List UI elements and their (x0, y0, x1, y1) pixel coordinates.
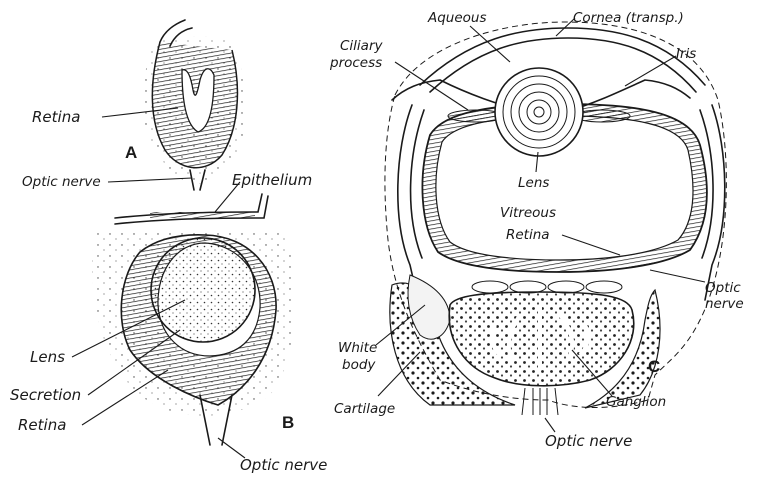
panel-b-epithelium-cells (150, 212, 255, 218)
leader-c-optic-right (650, 270, 705, 282)
label-c-cartilage: Cartilage (334, 401, 395, 417)
leader-a-optic-nerve (108, 178, 192, 182)
label-c-white-1: White (338, 340, 377, 356)
leader-c-aqueous (470, 26, 510, 62)
panel-b-lens (151, 238, 255, 342)
panel-c-adult-eye: Aqueous Cornea (transp.) Ciliary process… (329, 10, 744, 450)
panel-a-early-eye: A Retina Optic nerve (22, 20, 247, 190)
label-b-secretion: Secretion (10, 386, 81, 404)
panel-c-letter: C (648, 357, 660, 376)
panel-b-epithelium (115, 194, 268, 224)
leader-b-epithelium (215, 182, 240, 212)
label-c-iris: Iris (676, 46, 696, 62)
label-b-epithelium: Epithelium (232, 171, 312, 189)
label-b-retina: Retina (18, 416, 66, 434)
label-c-optic-2: nerve (705, 296, 744, 312)
panel-c-lens (495, 68, 583, 156)
leader-b-optic-nerve (218, 438, 245, 458)
label-c-ganglion: Ganglion (606, 394, 666, 410)
label-a-retina: Retina (32, 108, 80, 126)
label-c-cornea: Cornea (transp.) (573, 10, 684, 26)
label-c-retina: Retina (506, 227, 550, 243)
panel-c-sclera-left (398, 105, 424, 300)
leader-c-ciliary (395, 62, 468, 110)
label-b-optic-nerve: Optic nerve (240, 456, 327, 474)
label-c-optic-nerve: Optic nerve (545, 432, 632, 450)
label-c-ciliary-1: Ciliary (340, 38, 384, 54)
label-c-optic-1: Optic (705, 280, 741, 296)
label-a-optic-nerve: Optic nerve (22, 174, 101, 190)
label-b-lens: Lens (30, 348, 65, 366)
panel-c-optic-bundles (472, 281, 622, 293)
label-c-vitreous: Vitreous (500, 205, 556, 221)
label-c-ciliary-2: process (329, 55, 382, 71)
panel-b-developing-eye: Epithelium Lens Secretion Retina B Optic… (10, 171, 327, 474)
label-c-aqueous: Aqueous (427, 10, 487, 26)
label-c-white-2: body (342, 357, 376, 373)
leader-c-cornea (556, 18, 575, 36)
leader-c-optic-nerve (545, 418, 555, 432)
label-c-lens: Lens (518, 175, 549, 191)
panel-b-letter: B (282, 413, 294, 432)
panel-a-letter: A (125, 143, 137, 162)
